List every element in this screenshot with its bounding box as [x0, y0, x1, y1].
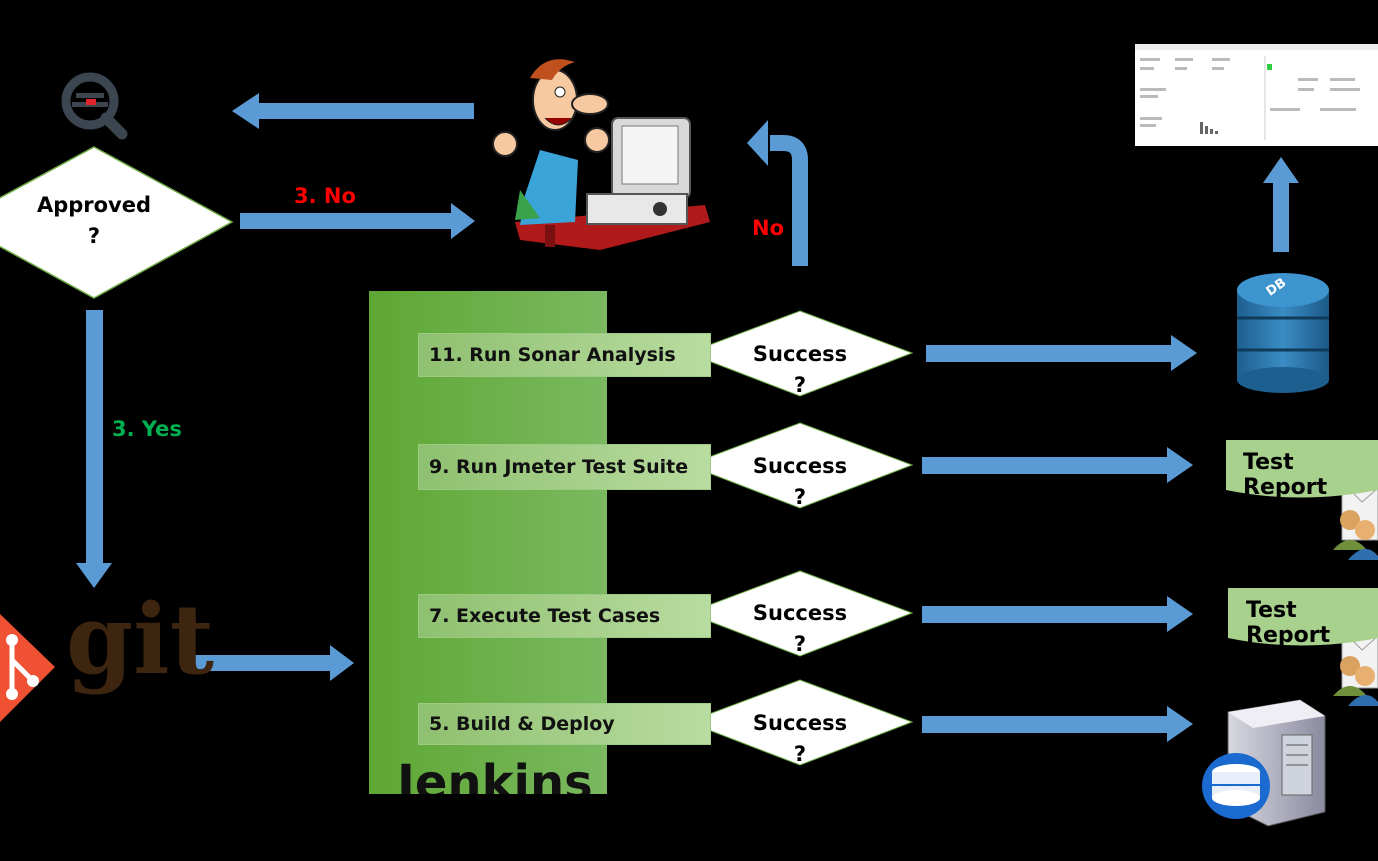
step-sonar-analysis: 11. Run Sonar Analysis	[418, 333, 711, 377]
branch-yes-label: 3. Yes	[112, 417, 182, 441]
arrow-git-to-jenkins	[190, 645, 354, 681]
success-question: ?	[793, 742, 807, 766]
database-icon	[1237, 273, 1329, 393]
jenkins-label: Jenkins	[397, 755, 593, 794]
test-report-banner-1	[1226, 440, 1378, 498]
test-report-label-1: Test Report	[1243, 450, 1328, 500]
arrow-to-sonar	[232, 93, 474, 129]
approved-diamond	[0, 146, 234, 299]
success-text: Success	[752, 342, 848, 366]
dashboard-screenshot	[1135, 44, 1378, 146]
arrow-yes-to-git	[76, 310, 112, 588]
success-diamond-tests	[686, 570, 914, 657]
developer-cartoon	[492, 59, 710, 250]
step-jmeter-suite: 9. Run Jmeter Test Suite	[418, 444, 711, 490]
server-icon	[1202, 699, 1326, 827]
step-execute-tests: 7. Execute Test Cases	[418, 594, 711, 638]
success-diamond-deploy	[686, 679, 914, 766]
branch-no-label: 3. No	[294, 184, 356, 208]
success-label-deploy: Success ?	[740, 708, 860, 770]
arrow-fail-to-developer	[747, 120, 808, 266]
arrow-db-to-dashboard	[1263, 157, 1299, 252]
success-question: ?	[793, 485, 807, 509]
test-report-label-2: Test Report	[1246, 598, 1331, 648]
arrow-no-to-developer	[240, 203, 475, 239]
approved-question: ?	[87, 224, 101, 248]
arrow-jmeter-to-report	[922, 447, 1193, 483]
arrow-deploy-to-server	[922, 706, 1193, 742]
branch-fail-label: No	[752, 216, 785, 240]
success-label-sonar: Success ?	[740, 339, 860, 401]
sonarqube-icon	[61, 72, 128, 140]
success-diamond-sonar	[686, 310, 914, 397]
arrow-tests-to-report	[922, 596, 1193, 632]
arrow-sonar-to-db	[926, 335, 1197, 371]
test-report-banner-2	[1228, 588, 1378, 646]
success-text: Success	[752, 601, 848, 625]
git-wordmark: git	[66, 583, 214, 696]
approved-label: Approved	[36, 193, 152, 217]
success-text: Success	[752, 454, 848, 478]
success-diamond-jmeter	[686, 422, 914, 509]
success-label-tests: Success ?	[740, 598, 860, 660]
git-logo	[0, 614, 55, 722]
success-question: ?	[793, 632, 807, 656]
success-question: ?	[793, 373, 807, 397]
step-build-deploy: 5. Build & Deploy	[418, 703, 711, 745]
success-text: Success	[752, 711, 848, 735]
success-label-jmeter: Success ?	[740, 451, 860, 513]
